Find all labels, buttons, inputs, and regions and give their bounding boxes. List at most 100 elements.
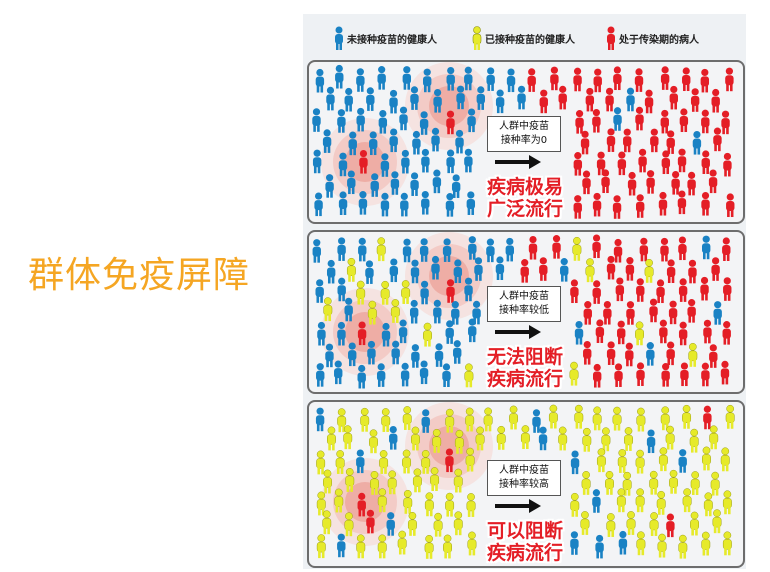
- unvaccinated-person-icon: [358, 191, 368, 215]
- legend-label: 处于传染期的病人: [619, 35, 699, 46]
- vaccinated-person-icon: [423, 322, 432, 347]
- unvaccinated-person-icon: [377, 66, 386, 90]
- panel-low-coverage: 人群中疫苗 接种率较低 无法阻断 疾病流行: [307, 230, 745, 394]
- vaccinated-person-icon: [323, 469, 332, 494]
- sick-person-icon: [722, 237, 731, 261]
- unvaccinated-person-icon: [419, 111, 429, 135]
- sick-person-icon: [656, 279, 665, 304]
- vaccinated-person-icon: [669, 469, 678, 494]
- vaccinated-person-icon: [403, 489, 413, 514]
- sick-person-icon: [520, 259, 529, 283]
- vaccinated-person-icon: [678, 534, 688, 559]
- vaccinated-person-icon: [412, 468, 422, 493]
- sick-person-icon: [592, 234, 601, 259]
- unvaccinated-person-icon: [456, 85, 465, 110]
- crowd-illustration: [312, 232, 732, 389]
- unvaccinated-person-icon: [334, 360, 343, 385]
- vaccinated-person-icon: [520, 425, 530, 450]
- unvaccinated-person-icon: [445, 320, 454, 344]
- unvaccinated-person-icon: [315, 279, 324, 303]
- sick-person-icon: [615, 277, 625, 302]
- unvaccinated-person-icon: [337, 321, 346, 346]
- panel-zero-coverage: 人群中疫苗 接种率为0 疾病极易 广泛流行: [307, 60, 745, 224]
- sick-person-icon: [585, 87, 595, 112]
- vaccinated-person-icon: [635, 321, 644, 346]
- coverage-callout: 人群中疫苗 接种率为0: [487, 116, 561, 152]
- vaccinated-person-icon: [690, 511, 699, 536]
- vaccinated-person-icon: [682, 488, 692, 513]
- callout-line: 接种率为0: [500, 135, 548, 146]
- sick-person-icon: [634, 68, 644, 92]
- sick-person-icon: [625, 342, 634, 367]
- sick-person-icon: [649, 298, 658, 323]
- vaccinated-person-icon: [402, 406, 412, 430]
- unvaccinated-person-icon: [505, 237, 514, 262]
- herd-immunity-figure: 未接种疫苗的健康人 已接种疫苗的健康人 处于传染期的病人 人群中疫苗 接种率为0: [303, 14, 746, 569]
- vaccinated-person-icon: [572, 236, 582, 261]
- vaccinated-person-icon: [596, 448, 606, 473]
- unvaccinated-person-icon: [376, 363, 386, 387]
- callout-line: 接种率较低: [499, 305, 549, 316]
- vaccinated-person-icon: [702, 446, 711, 471]
- unvaccinated-person-icon: [618, 530, 628, 555]
- unvaccinated-person-icon: [358, 237, 367, 262]
- sick-person-icon: [583, 341, 592, 365]
- sick-person-icon: [575, 110, 584, 134]
- vaccinated-person-icon: [346, 257, 356, 282]
- outcome-text: 无法阻断 疾病流行: [475, 346, 575, 390]
- vaccinated-person-icon: [636, 531, 646, 556]
- sick-person-icon: [723, 152, 732, 177]
- vaccinated-person-icon: [722, 490, 732, 515]
- sick-person-icon: [446, 110, 455, 135]
- sick-person-icon: [678, 321, 688, 346]
- sick-person-icon: [703, 319, 712, 344]
- unvaccinated-person-icon: [325, 343, 334, 368]
- legend-item-infectious: 处于传染期的病人: [605, 26, 699, 50]
- vaccinated-person-icon: [606, 513, 616, 537]
- vaccinated-person-icon: [580, 511, 590, 535]
- unvaccinated-person-icon: [356, 449, 365, 474]
- vaccinated-person-icon: [401, 280, 411, 304]
- unvaccinated-person-icon: [455, 129, 464, 154]
- unvaccinated-person-icon: [570, 450, 580, 475]
- unvaccinated-person-icon: [442, 363, 451, 387]
- sick-person-icon: [650, 128, 659, 153]
- unvaccinated-person-icon: [317, 321, 326, 346]
- panel-high-coverage: 人群中疫苗 接种率较高 可以阻断 疾病流行: [307, 400, 745, 568]
- unvaccinated-person-icon: [433, 299, 442, 324]
- vaccinated-person-icon: [688, 342, 698, 367]
- crowd-illustration: [315, 402, 735, 559]
- sick-person-icon: [603, 300, 612, 325]
- vaccinated-person-icon: [703, 492, 713, 517]
- unvaccinated-person-icon: [432, 169, 442, 194]
- callout-line: 接种率较高: [499, 479, 549, 490]
- unvaccinated-person-icon: [410, 86, 419, 110]
- vaccinated-person-icon: [453, 511, 463, 536]
- unvaccinated-person-icon: [337, 237, 346, 261]
- unvaccinated-person-icon: [713, 301, 722, 325]
- vaccinated-person-icon: [316, 491, 326, 516]
- sick-person-icon: [703, 405, 712, 430]
- unvaccinated-person-icon: [678, 449, 687, 473]
- vaccinated-person-icon: [570, 492, 580, 517]
- sick-person-icon: [688, 259, 697, 284]
- vaccinated-person-icon: [616, 488, 626, 513]
- sick-person-icon: [687, 171, 696, 196]
- unvaccinated-person-icon: [410, 172, 419, 196]
- vaccinated-person-icon: [622, 471, 632, 496]
- crowd-illustration: [312, 62, 735, 219]
- sick-person-icon: [701, 362, 710, 387]
- sick-person-icon: [680, 362, 689, 387]
- sick-person-icon: [625, 257, 635, 281]
- unvaccinated-person-icon: [423, 68, 432, 93]
- unvaccinated-person-icon: [312, 108, 321, 132]
- sick-person-icon: [644, 89, 654, 114]
- unvaccinated-person-icon: [398, 319, 408, 344]
- unvaccinated-person-icon: [391, 340, 400, 365]
- unvaccinated-person-icon: [390, 171, 400, 195]
- vaccinated-person-icon: [569, 361, 579, 386]
- vaccinated-person-icon: [624, 427, 633, 451]
- unvaccinated-person-icon: [421, 148, 430, 173]
- vaccinated-person-icon: [464, 363, 474, 388]
- unvaccinated-person-icon: [344, 297, 353, 322]
